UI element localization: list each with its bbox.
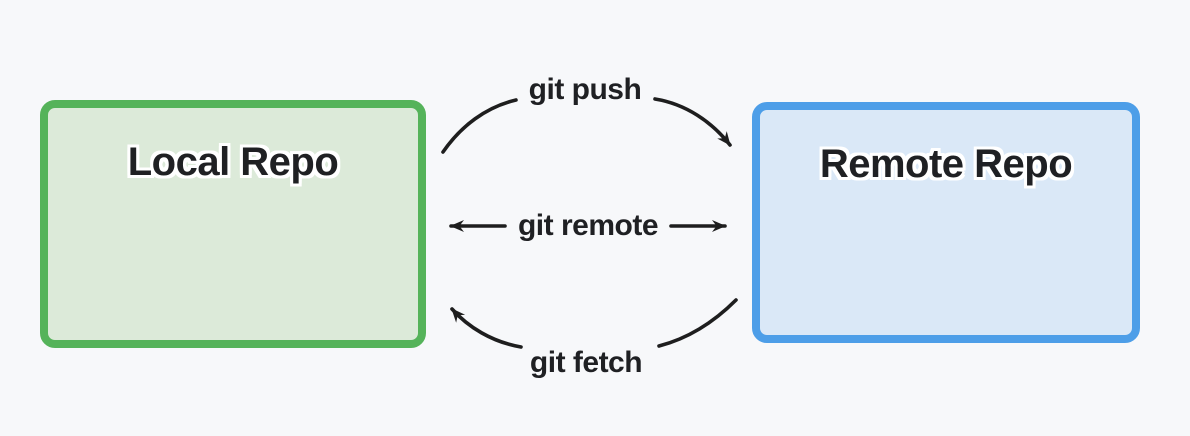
git-push-label: git push (528, 73, 642, 106)
git-fetch-arrow-right-segment (657, 298, 738, 348)
remote-repo-label: Remote Repo (819, 142, 1073, 186)
git-fetch-label: git fetch (529, 346, 643, 379)
git-fetch-arrow-head-segment (450, 307, 523, 349)
git-push-arrow-head-segment (653, 97, 732, 147)
local-repo-label: Local Repo (127, 140, 339, 184)
git-remote-label: git remote (517, 209, 659, 242)
git-push-arrow-left-segment (441, 98, 518, 154)
remote-repo-node: Remote Repo (752, 102, 1140, 343)
local-repo-node: Local Repo (40, 100, 426, 348)
